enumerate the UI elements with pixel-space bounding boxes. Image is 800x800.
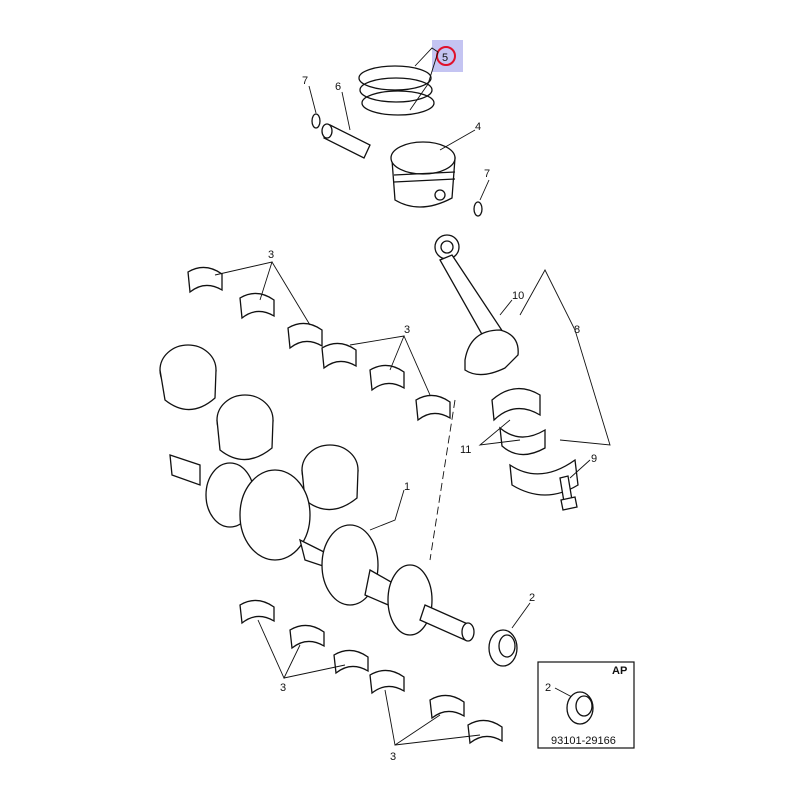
circlip-left xyxy=(311,113,321,129)
callout-9: 9 xyxy=(591,453,597,465)
inset-ap-box: AP 2 93101-29166 xyxy=(537,661,635,749)
callout-11: 11 xyxy=(460,444,471,456)
inset-tag: AP xyxy=(612,665,627,677)
callout-1: 1 xyxy=(404,481,410,493)
callout-5: 5 xyxy=(442,52,448,64)
callout-7-right: 7 xyxy=(484,168,490,180)
bearing-shells-lower xyxy=(239,599,503,745)
callout-3-b: 3 xyxy=(404,324,410,336)
callout-6: 6 xyxy=(335,81,341,93)
callout-7-left: 7 xyxy=(302,75,308,87)
piston xyxy=(390,141,456,208)
bolt xyxy=(559,475,578,511)
callout-4: 4 xyxy=(475,121,481,133)
bearing-shells-upper xyxy=(187,266,451,422)
callout-3-a: 3 xyxy=(268,249,274,261)
circlip-right xyxy=(473,201,483,217)
inset-callout-2: 2 xyxy=(545,682,551,694)
callout-3-d: 3 xyxy=(390,751,396,763)
inset-part-number: 93101-29166 xyxy=(551,735,616,747)
piston-rings xyxy=(358,47,439,116)
callout-8: 8 xyxy=(574,324,580,336)
callout-10: 10 xyxy=(512,290,524,302)
connecting-rod xyxy=(434,234,519,376)
callout-2: 2 xyxy=(529,592,535,604)
piston-pin xyxy=(321,123,371,159)
oil-seal xyxy=(488,629,518,667)
crankshaft xyxy=(159,344,475,642)
callout-3-c: 3 xyxy=(280,682,286,694)
